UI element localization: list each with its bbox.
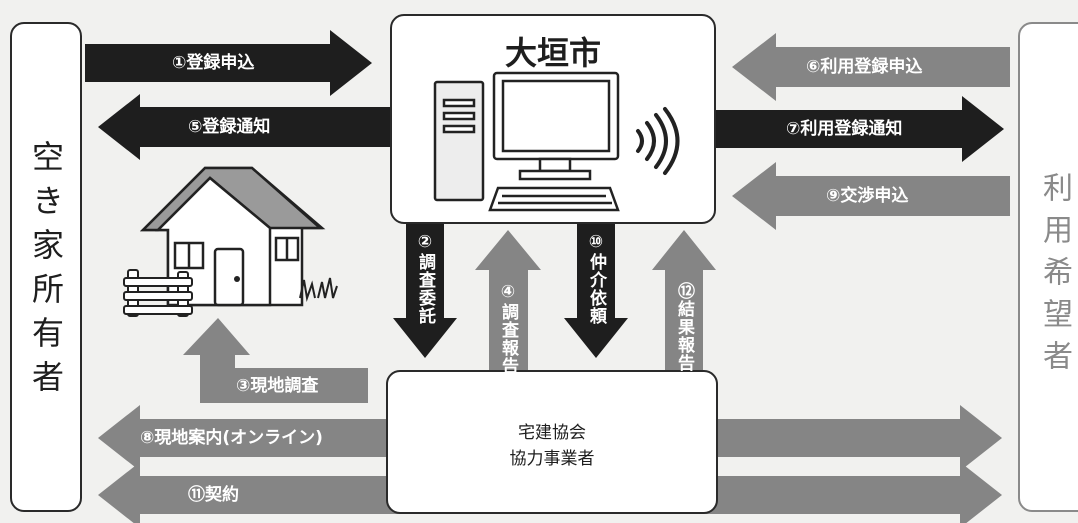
label-site-guidance: ⑧現地案内(オンライン): [140, 428, 323, 448]
arrow-result-report: [652, 230, 716, 372]
owner-label: 空き家所有者: [27, 140, 65, 404]
fence-icon: [123, 269, 193, 317]
arrow-survey-report: [475, 230, 541, 372]
arrow-negotiation-request: [732, 162, 1010, 230]
arrow-registration-request: [85, 30, 372, 96]
label-survey-commission: ②調査委託: [415, 232, 435, 325]
label-site-survey: ③現地調査: [236, 376, 319, 396]
applicant-label: 利用希望者: [1037, 172, 1072, 382]
label-use-registration-request: ⑥利用登録申込: [806, 57, 923, 77]
computer-icon: [433, 71, 620, 212]
label-survey-report: ④調査報告: [498, 282, 518, 375]
label-negotiation-request: ⑨交渉申込: [826, 186, 909, 206]
label-mediation-request: ⑩仲介依頼: [586, 232, 606, 325]
label-use-registration-notice: ⑦利用登録通知: [786, 119, 903, 139]
arrow-use-registration-notice: [715, 96, 1004, 162]
association-line2: 協力事業者: [509, 449, 595, 469]
applicant-box: [1018, 22, 1078, 512]
city-label: 大垣市: [504, 34, 601, 72]
label-registration-request: ①登録申込: [172, 53, 255, 73]
arrow-site-survey: [183, 318, 368, 403]
association-label: 宅建協会 協力事業者: [386, 420, 718, 472]
label-registration-notice: ⑤登録通知: [188, 117, 271, 137]
wireless-signal-icon: [636, 107, 680, 175]
house-icon: [139, 166, 326, 307]
arrow-use-registration-request: [732, 33, 1010, 101]
association-box: [386, 370, 718, 514]
label-result-report: ⑫結果報告: [674, 282, 694, 372]
arrow-mediation-request: [564, 222, 628, 358]
label-contract: ⑪契約: [188, 485, 239, 505]
owner-box: [10, 22, 82, 512]
arrow-survey-commission: [393, 222, 457, 358]
association-line1: 宅建協会: [518, 423, 586, 443]
grass-icon: [299, 277, 338, 302]
arrow-registration-notice: [98, 94, 390, 160]
